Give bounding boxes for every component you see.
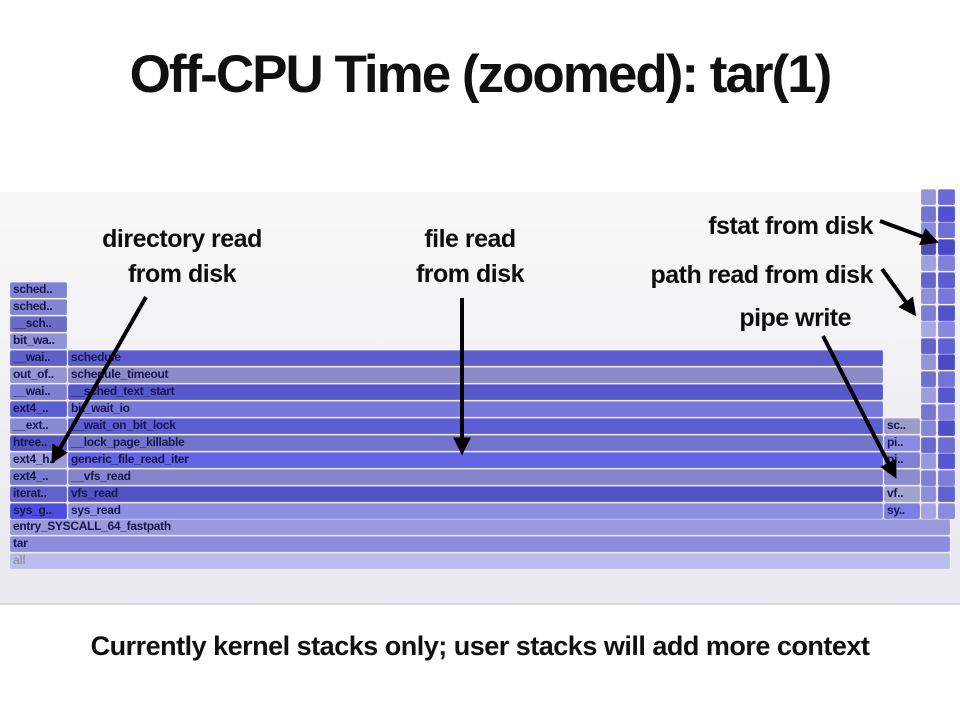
- flame-frame-schedule[interactable]: schedule: [68, 350, 883, 366]
- flame-frame-sched[interactable]: sched..: [10, 282, 67, 298]
- flame-frame-iterat[interactable]: iterat..: [10, 486, 67, 502]
- flame-frame-tower-0-3[interactable]: [921, 238, 936, 255]
- flame-frame-tower-1-7[interactable]: [938, 304, 955, 321]
- annotation-label-directory-read-from-disk: directory read from disk: [32, 222, 332, 292]
- annotation-line: directory read: [102, 225, 262, 253]
- flame-frame-ext4[interactable]: ext4_..: [10, 469, 67, 485]
- flame-frame-tower-1-1[interactable]: [938, 205, 955, 222]
- flame-frame-ext[interactable]: __ext..: [10, 418, 67, 434]
- flame-frame-tower-1-13[interactable]: [938, 403, 955, 420]
- flame-frame-out-of[interactable]: out_of..: [10, 367, 67, 383]
- caption-text: Currently kernel stacks only; user stack…: [90, 631, 870, 661]
- flame-frame-vf[interactable]: vf..: [884, 486, 920, 502]
- flame-frame-tower-0-11[interactable]: [921, 370, 936, 387]
- flame-frame-tower-0-12[interactable]: [921, 387, 936, 403]
- flame-frame-tower-0-2[interactable]: [921, 222, 936, 238]
- flame-frame-sys-g[interactable]: sys_g..: [10, 503, 67, 519]
- flame-frame-tower-0-14[interactable]: [921, 420, 936, 436]
- flame-frame-tower-1-16[interactable]: [938, 453, 955, 469]
- flame-frame-vfs-read[interactable]: vfs_read: [68, 486, 883, 502]
- flame-frame-tower-1-12[interactable]: [938, 387, 955, 403]
- flame-frame-tower-0-10[interactable]: [921, 354, 936, 370]
- annotation-line: pipe write: [739, 304, 851, 332]
- flame-frame-tower-1-2[interactable]: [938, 222, 955, 238]
- flame-frame-tower-0-15[interactable]: [921, 436, 936, 453]
- annotation-label-file-read-from-disk: file read from disk: [320, 222, 620, 292]
- flame-frame-tower-0-19[interactable]: [921, 502, 936, 519]
- flame-frame-tower-0-16[interactable]: [921, 453, 936, 469]
- flame-frame-vfs-read[interactable]: __vfs_read: [68, 469, 883, 485]
- flame-frame-ext4-h[interactable]: ext4_h..: [10, 452, 67, 468]
- flame-frame-tower-1-14[interactable]: [938, 420, 955, 436]
- flame-frame-tower-0-9[interactable]: [921, 337, 936, 354]
- flame-frame-lock-page-killable[interactable]: __lock_page_killable: [68, 435, 883, 451]
- flame-frame-entry-syscall-64-fastpath[interactable]: entry_SYSCALL_64_fastpath: [10, 519, 950, 535]
- flame-frame-tower-0-0[interactable]: [921, 189, 936, 205]
- flame-frame-sys-read[interactable]: sys_read: [68, 503, 883, 519]
- flame-frame-tower-1-3[interactable]: [938, 238, 955, 255]
- flame-frame-sc[interactable]: sc..: [884, 418, 920, 434]
- flame-frame-tower-1-4[interactable]: [938, 255, 955, 271]
- page-title: Off-CPU Time (zoomed): tar(1): [129, 45, 833, 104]
- flame-frame-pi[interactable]: pi..: [884, 452, 920, 468]
- flame-frame-wai[interactable]: __wai..: [10, 350, 67, 366]
- flame-frame-tower-1-10[interactable]: [938, 354, 955, 370]
- annotation-line: file read: [424, 225, 516, 253]
- flame-frame-sy[interactable]: sy..: [884, 503, 920, 519]
- flame-frame-bit-wait-io[interactable]: bit_wait_io: [68, 401, 883, 417]
- flame-frame-bit-wa[interactable]: bit_wa..: [10, 333, 67, 349]
- flame-frame-tower-1-17[interactable]: [938, 469, 955, 486]
- flame-frame-tower-0-5[interactable]: [921, 271, 936, 288]
- flame-frame-all[interactable]: all: [10, 553, 950, 569]
- flame-frame-sch[interactable]: __sch..: [10, 316, 67, 332]
- flame-frame-schedule-timeout[interactable]: schedule_timeout: [68, 367, 883, 383]
- flame-frame-generic-file-read-iter[interactable]: generic_file_read_iter: [68, 452, 883, 468]
- flame-frame-ext4[interactable]: ext4_..: [10, 401, 67, 417]
- flame-frame-tower-0-7[interactable]: [921, 304, 936, 321]
- flame-frame-tower-1-9[interactable]: [938, 337, 955, 354]
- flame-frame-tower-1-18[interactable]: [938, 486, 955, 502]
- flame-frame-sched[interactable]: sched..: [10, 299, 67, 315]
- flame-frame-tower-1-5[interactable]: [938, 271, 955, 288]
- annotation-label-path-read-from-disk: path read from disk: [573, 258, 874, 293]
- flame-frame-tower-1-11[interactable]: [938, 370, 955, 387]
- flame-frame-sched-text-start[interactable]: __sched_text_start: [68, 384, 883, 400]
- flame-frame-tower-1-19[interactable]: [938, 502, 955, 519]
- flame-frame-tower-0-6[interactable]: [921, 288, 936, 304]
- flame-frame[interactable]: [884, 469, 920, 485]
- flame-frame-pi[interactable]: pi..: [884, 435, 920, 451]
- flame-frame-tower-0-1[interactable]: [921, 205, 936, 222]
- flame-frame-tower-0-13[interactable]: [921, 403, 936, 420]
- annotation-line: from disk: [127, 260, 237, 288]
- flame-frame-tower-0-17[interactable]: [921, 469, 936, 486]
- annotation-label-pipe-write: pipe write: [551, 301, 851, 336]
- flame-frame-wait-on-bit-lock[interactable]: __wait_on_bit_lock: [68, 418, 883, 434]
- annotation-line: fstat from disk: [708, 212, 873, 240]
- flame-frame-tower-1-6[interactable]: [938, 288, 955, 304]
- flame-frame-tar[interactable]: tar: [10, 536, 950, 552]
- flame-frame-tower-1-15[interactable]: [938, 436, 955, 453]
- flame-frame-tower-0-4[interactable]: [921, 255, 936, 271]
- flame-frame-tower-1-0[interactable]: [938, 189, 955, 205]
- flame-frame-wai[interactable]: __wai..: [10, 384, 67, 400]
- flame-frame-tower-0-8[interactable]: [921, 321, 936, 337]
- annotation-line: from disk: [415, 260, 525, 288]
- flame-frame-tower-1-8[interactable]: [938, 321, 955, 337]
- annotation-line: path read from disk: [650, 261, 874, 289]
- flame-frame-tower-0-18[interactable]: [921, 486, 936, 502]
- annotation-label-fstat-from-disk: fstat from disk: [573, 209, 873, 244]
- flame-frame-htree[interactable]: htree..: [10, 435, 67, 451]
